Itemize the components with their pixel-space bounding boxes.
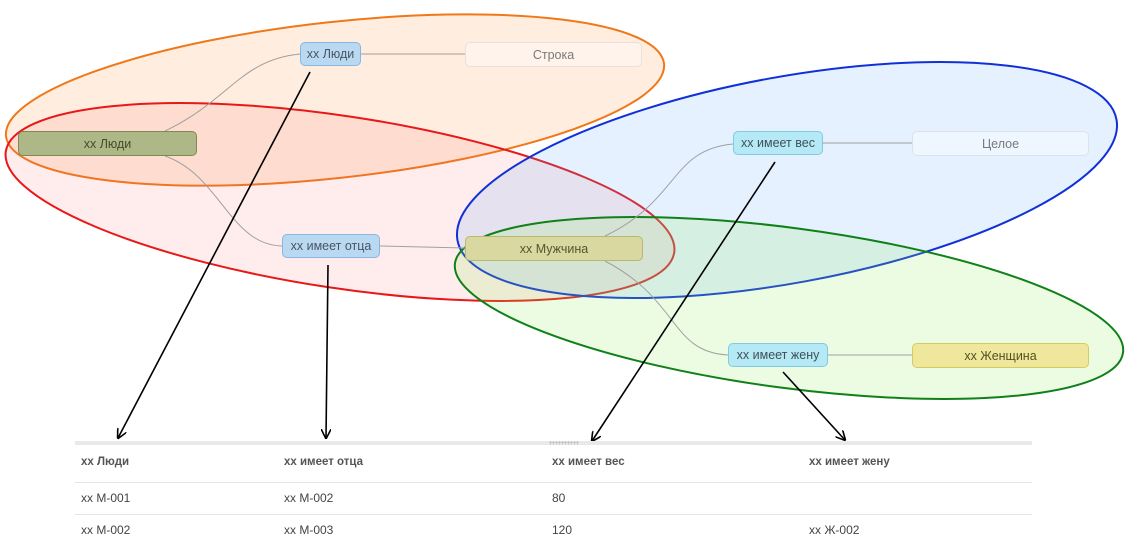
node-integer-type[interactable]: Целое bbox=[912, 131, 1089, 156]
arrow-people-to-column bbox=[118, 71, 311, 438]
link-people-main-people-top bbox=[164, 53, 301, 132]
node-woman[interactable]: хх Женщина bbox=[912, 343, 1089, 368]
drag-grip-icon[interactable] bbox=[549, 441, 579, 445]
table-cell: 80 bbox=[552, 491, 566, 505]
node-has-wife[interactable]: хх имеет жену bbox=[728, 343, 828, 367]
arrow-weight-to-column bbox=[592, 161, 776, 441]
column-header-people[interactable]: хх Люди bbox=[81, 456, 130, 468]
link-man-has-weight bbox=[604, 143, 734, 237]
node-people-main[interactable]: хх Люди bbox=[18, 131, 197, 156]
column-header-has-weight[interactable]: хх имеет вес bbox=[552, 456, 625, 468]
node-has-father[interactable]: хх имеет отца bbox=[282, 234, 380, 258]
link-people-main-has-father bbox=[164, 155, 283, 247]
arrow-wife-to-column bbox=[782, 371, 845, 440]
column-header-has-father[interactable]: хх имеет отца bbox=[284, 456, 364, 468]
node-has-weight[interactable]: хх имеет вес bbox=[733, 131, 823, 155]
table-resize-bar[interactable] bbox=[75, 441, 1032, 445]
link-has-father-man bbox=[379, 245, 466, 249]
table-cell: 120 bbox=[552, 523, 573, 537]
table-cell: хх М-002 bbox=[284, 491, 334, 505]
node-string-type[interactable]: Строка bbox=[465, 42, 642, 67]
node-man[interactable]: хх Мужчина bbox=[465, 236, 643, 261]
arrow-father-to-column bbox=[326, 264, 328, 438]
row-divider bbox=[75, 514, 1032, 515]
data-table: хх Люди хх имеет отца хх имеет вес хх им… bbox=[75, 441, 1032, 548]
column-header-has-wife[interactable]: хх имеет жену bbox=[809, 456, 890, 468]
link-man-has-wife bbox=[604, 260, 729, 356]
table-cell: хх М-001 bbox=[81, 491, 131, 505]
header-divider bbox=[75, 482, 1032, 483]
table-cell: хх М-003 bbox=[284, 523, 334, 537]
table-cell: хх М-002 bbox=[81, 523, 131, 537]
node-people-top[interactable]: хх Люди bbox=[300, 42, 361, 66]
table-cell: хх Ж-002 bbox=[809, 523, 860, 537]
